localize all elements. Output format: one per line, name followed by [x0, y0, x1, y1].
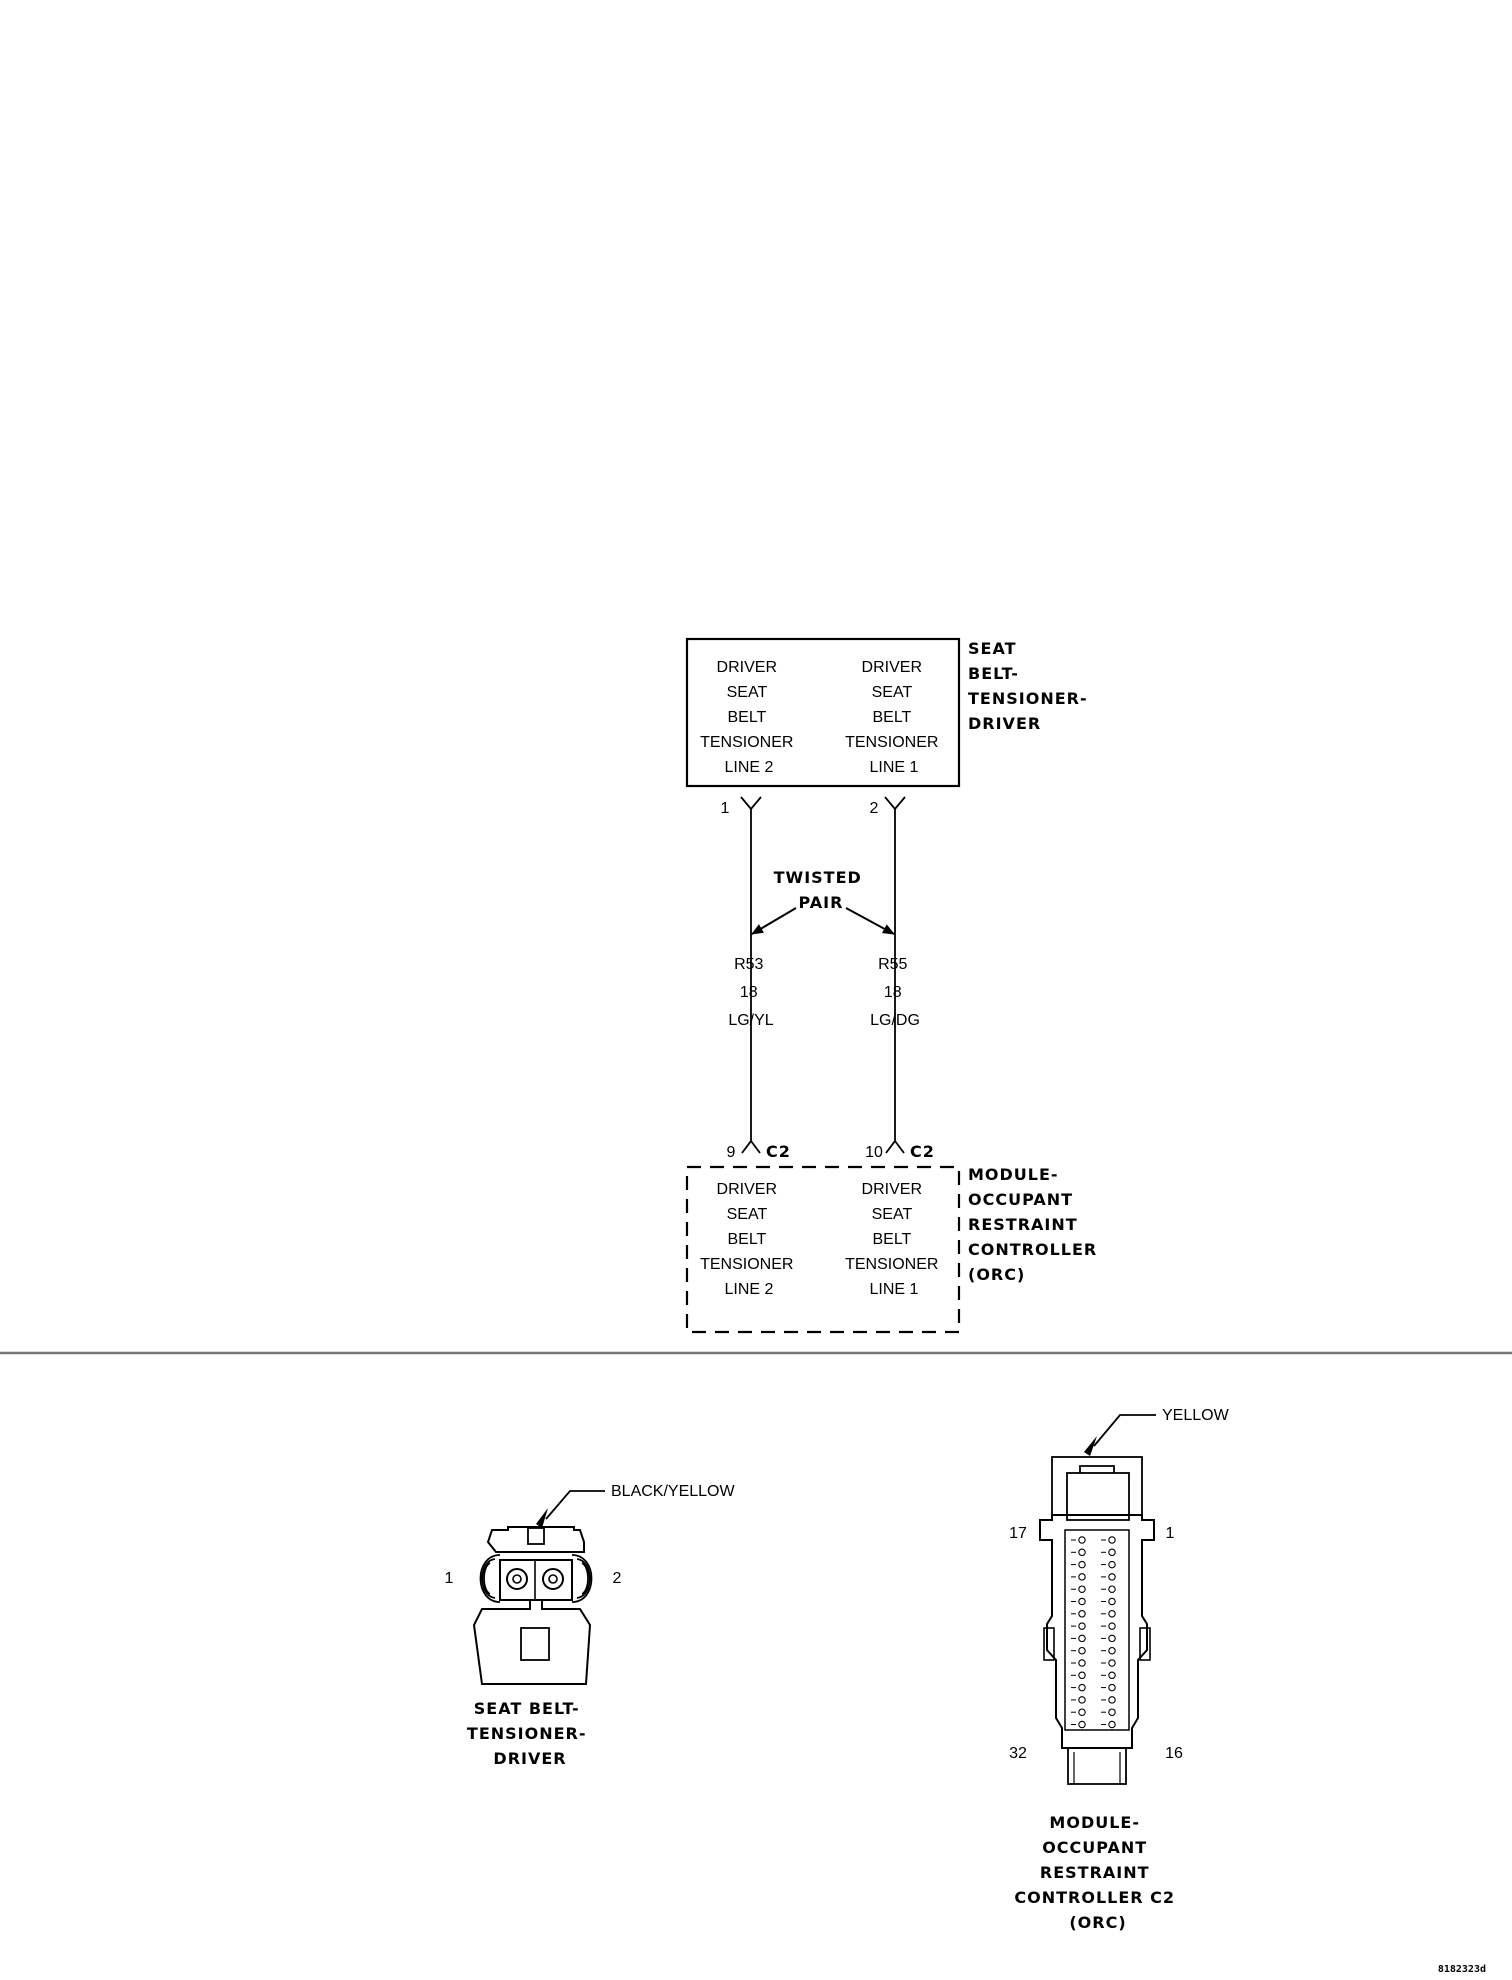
tensioner-left-circuit-label: DRIVER SEAT BELT TENSIONER LINE 2: [700, 659, 798, 776]
tensioner-housing-top: [486, 1526, 585, 1553]
orc-cavity: [1078, 1622, 1086, 1630]
tensioner-connector-view: BLACK/YELLOW 1 2 SEAT BELT- TENSIONER- D…: [445, 1483, 736, 1768]
orc-left-circuit-label: DRIVER SEAT BELT TENSIONER LINE 2: [700, 1181, 798, 1298]
twisted-pair-callout: TWISTED PAIR: [751, 868, 895, 935]
svg-text:10: 10: [865, 1144, 883, 1161]
orc-cavity: [1108, 1610, 1116, 1618]
orc-cavity: [1108, 1634, 1116, 1643]
orc-cavity: [1078, 1671, 1086, 1680]
orc-right-circuit-label: DRIVER SEAT BELT TENSIONER LINE 1: [845, 1181, 943, 1298]
wire-r55-label: R55 18 LG/DG: [870, 956, 920, 1029]
tensioner-pin-1-terminal: 1: [721, 796, 762, 817]
svg-text:C2: C2: [910, 1142, 935, 1161]
orc-cavity: [1078, 1573, 1086, 1581]
seat-belt-tensioner-driver-component: DRIVER SEAT BELT TENSIONER LINE 2 DRIVER…: [685, 637, 1094, 788]
orc-component-box: [685, 1165, 961, 1334]
orc-housing-bottom: [1067, 1747, 1127, 1785]
orc-latch: [1066, 1472, 1130, 1521]
svg-text:1: 1: [721, 800, 730, 817]
tensioner-connector-caption: SEAT BELT- TENSIONER- DRIVER: [467, 1699, 593, 1768]
orc-cavity: [1078, 1610, 1086, 1618]
orc-cavity: [1108, 1720, 1116, 1729]
tensioner-cavity-1: [506, 1568, 528, 1590]
tensioner-view-pin-2: 2: [613, 1570, 622, 1587]
tensioner-component-box: [685, 637, 961, 788]
orc-callout-arrowhead: [1084, 1436, 1097, 1456]
orc-cavity: [1108, 1622, 1116, 1630]
orc-cavity: [1108, 1585, 1116, 1593]
orc-housing-body: [1039, 1514, 1155, 1749]
orc-cavity: [1078, 1683, 1086, 1692]
orc-cavity: [1078, 1634, 1086, 1643]
orc-cavity: [1078, 1646, 1086, 1655]
orc-cavity: [1078, 1597, 1086, 1606]
orc-cavity: [1108, 1573, 1116, 1581]
orc-cavity: [1108, 1560, 1116, 1569]
orc-color-callout: YELLOW: [1162, 1407, 1230, 1424]
orc-c2-connector-view: YELLOW 17 1 32 16 MODULE- OCCUPANT RESTR…: [1009, 1407, 1229, 1932]
orc-pin-10-terminal: 10 C2: [865, 1139, 935, 1161]
orc-cavity: [1108, 1696, 1116, 1704]
tensioner-lock-window: [520, 1627, 550, 1661]
tensioner-latch: [527, 1527, 545, 1545]
orc-cavity: [1108, 1646, 1116, 1655]
orc-cavity: [1108, 1536, 1116, 1544]
orc-cavity: [1108, 1548, 1116, 1557]
twisted-pair-arrow-left: [751, 907, 797, 935]
orc-cavity: [1108, 1708, 1116, 1716]
orc-cavity-field: [1064, 1529, 1130, 1731]
orc-view-pin-32: 32: [1009, 1745, 1027, 1762]
orc-cavity: [1108, 1597, 1116, 1606]
orc-cavity: [1078, 1536, 1086, 1544]
orc-cavity: [1078, 1696, 1086, 1704]
tensioner-callout-line: [545, 1490, 605, 1520]
orc-cavity: [1078, 1708, 1086, 1716]
occupant-restraint-controller-component: DRIVER SEAT BELT TENSIONER LINE 2 DRIVER…: [685, 1165, 1104, 1334]
wire-r53-label: R53 18 LG/YL: [728, 956, 773, 1029]
tensioner-pin-2-terminal: 2: [870, 796, 906, 817]
orc-view-pin-16: 16: [1165, 1745, 1183, 1762]
svg-text:2: 2: [870, 800, 879, 817]
orc-cavity: [1108, 1671, 1116, 1680]
tensioner-terminal-block: [499, 1559, 573, 1601]
orc-cavity: [1108, 1659, 1116, 1667]
orc-cavity: [1078, 1548, 1086, 1557]
orc-cavity: [1078, 1585, 1086, 1593]
orc-callout-line: [1093, 1414, 1156, 1447]
orc-view-pin-17: 17: [1009, 1525, 1027, 1542]
orc-component-name: MODULE- OCCUPANT RESTRAINT CONTROLLER (O…: [968, 1165, 1104, 1284]
svg-text:9: 9: [727, 1144, 736, 1161]
orc-view-pin-1: 1: [1166, 1525, 1175, 1542]
orc-terminal-cavities: [1071, 1536, 1116, 1729]
tensioner-callout-arrowhead: [536, 1508, 548, 1528]
orc-cavity: [1078, 1560, 1086, 1569]
tensioner-right-circuit-label: DRIVER SEAT BELT TENSIONER LINE 1: [845, 659, 943, 776]
orc-cavity: [1078, 1659, 1086, 1667]
svg-text:TWISTED PAIR: TWISTED PAIR: [774, 868, 869, 912]
twisted-pair-arrow-right: [845, 907, 895, 935]
orc-cavity: [1078, 1720, 1086, 1729]
orc-connector-caption: MODULE- OCCUPANT RESTRAINT CONTROLLER C2…: [1014, 1813, 1181, 1932]
tensioner-view-pin-1: 1: [445, 1570, 454, 1587]
tensioner-color-callout: BLACK/YELLOW: [611, 1483, 736, 1500]
orc-pin-9-terminal: 9 C2: [727, 1139, 791, 1161]
tensioner-component-name: SEAT BELT- TENSIONER- DRIVER: [968, 639, 1094, 733]
tensioner-cavity-2: [542, 1568, 564, 1590]
svg-text:C2: C2: [766, 1142, 791, 1161]
tensioner-housing-body: [472, 1599, 592, 1685]
orc-cavity: [1108, 1683, 1116, 1692]
figure-code: 8182323d: [1438, 1964, 1486, 1975]
